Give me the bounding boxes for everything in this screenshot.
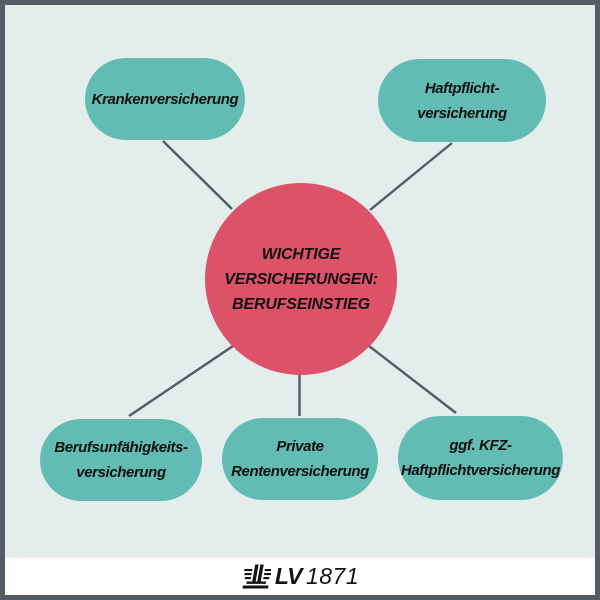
center-topic-line: BERUFSEINSTIEG bbox=[232, 295, 370, 313]
node-label-line: Haftpflicht- bbox=[424, 79, 500, 97]
center-topic-line: WICHTIGE bbox=[261, 245, 341, 263]
logo-year-text: 1871 bbox=[305, 563, 360, 589]
connector-krankenversicherung bbox=[162, 140, 233, 210]
node-private-rentenversicherung: Private Rentenversicherung bbox=[222, 418, 378, 500]
connector-berufsunfaehigkeitsversicherung bbox=[128, 345, 234, 417]
node-label-line: versicherung bbox=[417, 104, 507, 122]
lv1871-tower-icon bbox=[242, 564, 271, 589]
footer-bar: LV 1871 bbox=[5, 558, 595, 595]
connector-haftpflichtversicherung bbox=[369, 142, 453, 211]
center-topic-line: VERSICHERUNGEN: bbox=[224, 270, 378, 288]
node-berufsunfaehigkeitsversicherung: Berufsunfähigkeits- versicherung bbox=[40, 419, 202, 501]
node-label-line: versicherung bbox=[76, 464, 166, 481]
connector-kfz-haftpflichtversicherung bbox=[368, 345, 457, 414]
node-label-line: Haftpflichtversicherung bbox=[400, 462, 561, 479]
node-haftpflichtversicherung: Haftpflicht- versicherung bbox=[378, 59, 546, 142]
node-label-line: Private bbox=[276, 438, 324, 455]
center-topic-bubble: WICHTIGE VERSICHERUNGEN: BERUFSEINSTIEG bbox=[205, 183, 397, 375]
node-label-line: Berufsunfähigkeits- bbox=[54, 439, 188, 456]
node-label-line: Krankenversicherung bbox=[91, 90, 239, 108]
logo-brand-text: LV bbox=[274, 563, 303, 589]
node-krankenversicherung: Krankenversicherung bbox=[85, 58, 245, 140]
lv1871-logo: LV 1871 bbox=[241, 563, 359, 590]
node-label-line: ggf. KFZ- bbox=[449, 437, 512, 454]
node-label-line: Rentenversicherung bbox=[231, 463, 369, 480]
node-kfz-haftpflichtversicherung: ggf. KFZ- Haftpflichtversicherung bbox=[398, 416, 563, 500]
